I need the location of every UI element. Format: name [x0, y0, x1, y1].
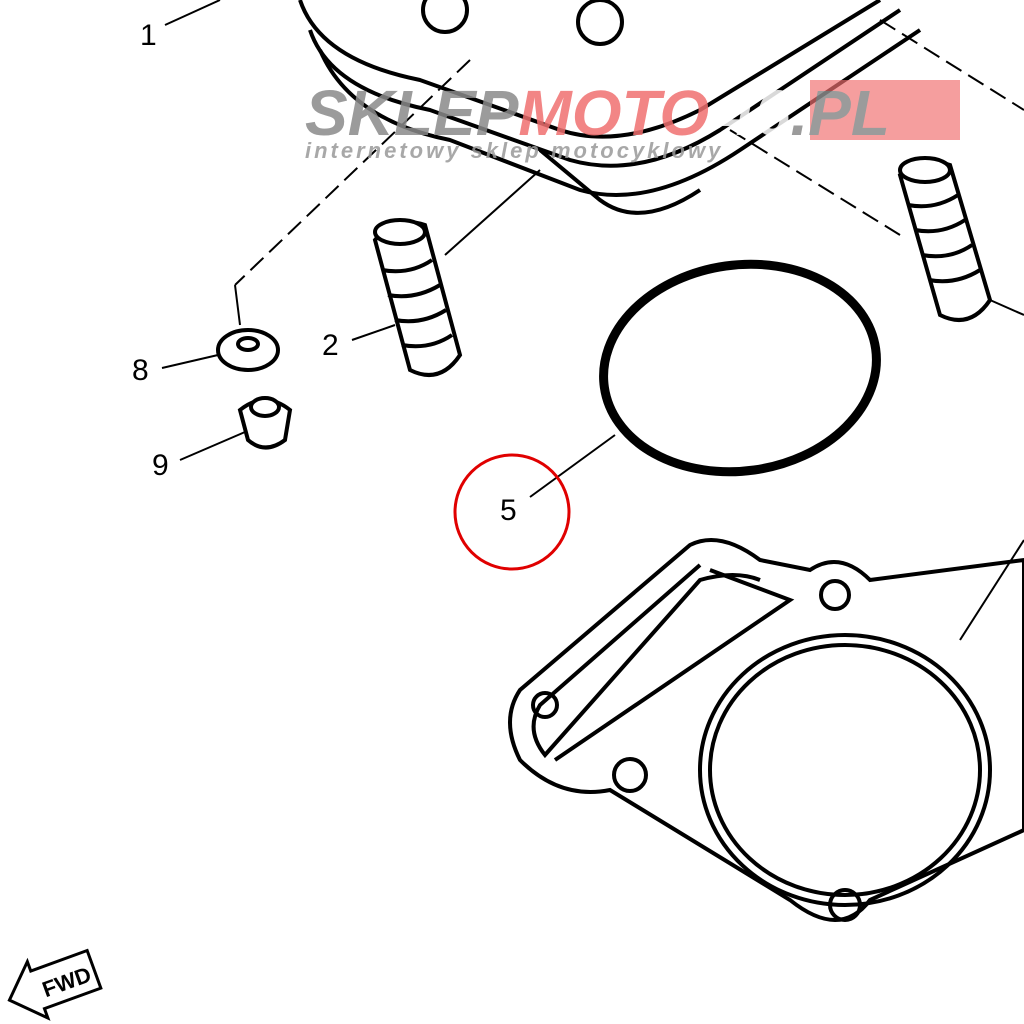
watermark-number: 46	[717, 77, 791, 149]
cylinder-gasket	[508, 538, 1024, 922]
watermark-brand-gray: SKLEP	[305, 77, 519, 149]
nut-part-9	[237, 396, 293, 450]
part-label-5[interactable]: 5	[500, 494, 517, 527]
o-ring-part-5	[599, 259, 881, 477]
fwd-arrow-icon: FWD	[7, 948, 103, 1021]
dowel-pin-part-2	[372, 218, 463, 377]
washer-part-8	[216, 328, 280, 372]
part-label-9[interactable]: 9	[152, 449, 169, 482]
watermark-suffix: .PL	[790, 77, 890, 149]
part-label-8[interactable]: 8	[132, 354, 149, 387]
watermark-brand-red: MOTO	[518, 77, 709, 149]
highlight-circle	[453, 453, 571, 571]
watermark-tagline: internetowy sklep motocyklowy	[305, 138, 723, 163]
part-label-2[interactable]: 2	[322, 329, 339, 362]
dowel-pin-right	[897, 156, 993, 322]
part-label-1[interactable]: 1	[140, 19, 157, 52]
cylinder-head	[298, 0, 922, 215]
